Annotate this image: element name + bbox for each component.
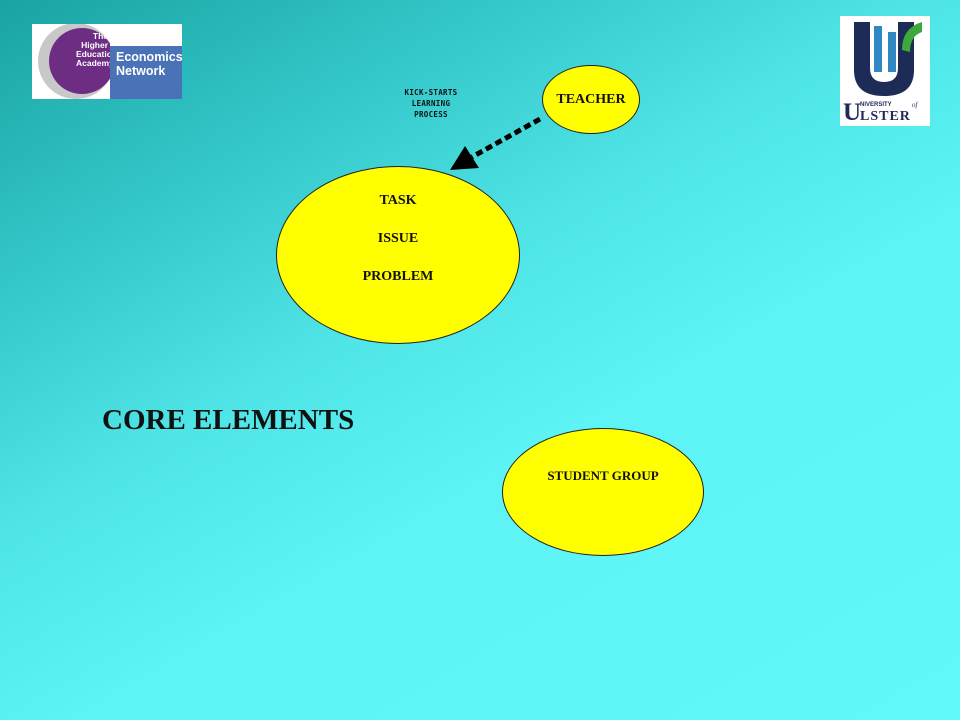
- student-group-label: STUDENT GROUP: [547, 468, 659, 483]
- hea-swirl-icon: [38, 24, 110, 99]
- ulster-big-u-text: U: [843, 99, 862, 126]
- teacher-ellipse: [542, 65, 640, 134]
- issue-label: ISSUE: [377, 231, 419, 246]
- teacher-label: TEACHER: [556, 92, 626, 107]
- task-ellipse: [276, 166, 520, 344]
- university-of-ulster-logo: U NIVERSITY of LSTER: [840, 16, 930, 126]
- ulster-u-emblem-icon: [854, 22, 922, 96]
- ulster-of-text: of: [912, 101, 918, 109]
- student-group-ellipse: [502, 428, 704, 556]
- ulster-ster-text: LSTER: [860, 109, 911, 124]
- hea-economics-network-logo: The Higher Education Academy Economics N…: [32, 24, 182, 99]
- hea-name-text: The Higher Education Academy: [76, 31, 118, 68]
- core-elements-title: CORE ELEMENTS: [102, 404, 355, 436]
- kick-starts-label: KICK-STARTS LEARNING PROCESS: [404, 88, 458, 119]
- task-label: TASK: [379, 193, 417, 208]
- arrow-head-icon: [450, 146, 479, 170]
- economics-network-panel: [110, 46, 182, 99]
- ulster-university-text: NIVERSITY: [860, 102, 892, 108]
- problem-label: PROBLEM: [362, 269, 434, 284]
- economics-network-text: Economics Network: [116, 50, 182, 78]
